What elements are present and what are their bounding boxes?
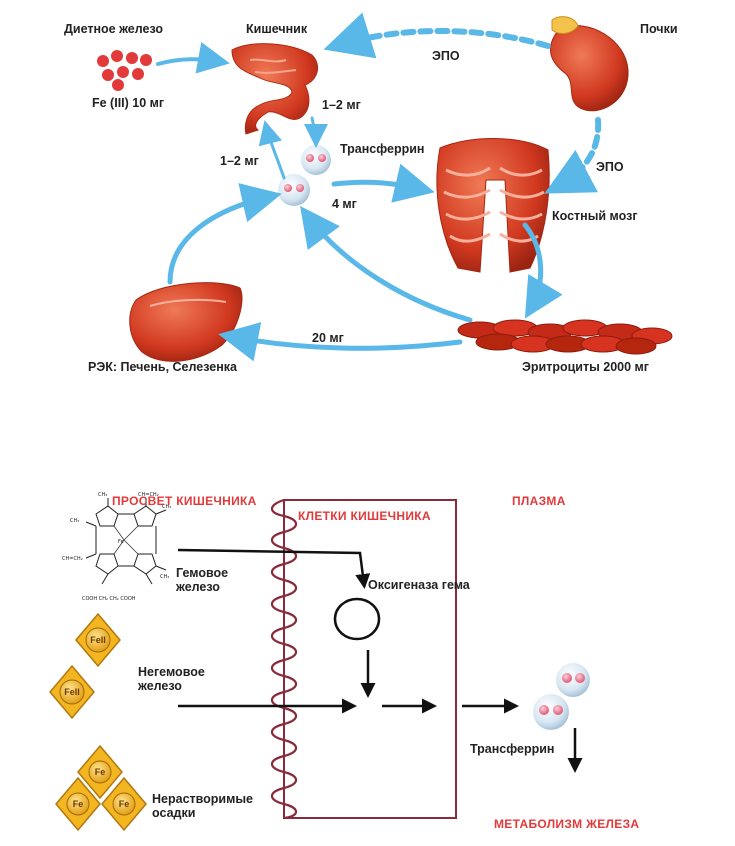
intestine-to-transferrin-arrow <box>303 116 328 148</box>
rbc-to-transferrin-arrow <box>300 205 473 323</box>
kidney-to-marrow-epo-arrow <box>544 117 602 194</box>
svg-text:COOH CH₂ CH₂ COOH: COOH CH₂ CH₂ COOH <box>82 596 136 602</box>
kidney-epo-arrow <box>323 12 551 59</box>
cycle-arrows <box>156 12 602 362</box>
svg-text:Fe: Fe <box>118 539 124 545</box>
erythrocytes-label: Эритроциты 2000 мг <box>522 360 649 374</box>
transferrin-to-marrow-arrow <box>331 163 435 203</box>
svg-text:CH=CH₂: CH=CH₂ <box>138 492 159 498</box>
diet-iron-label: Диетное железо <box>64 22 164 36</box>
heme-iron-line2: железо <box>176 580 220 595</box>
svg-text:CH₃: CH₃ <box>98 492 107 498</box>
intestine-icon <box>231 43 319 135</box>
insoluble-line2: осадки <box>152 806 196 821</box>
kidneys-label: Почки <box>640 22 678 36</box>
fe-label: Fe <box>95 767 106 777</box>
erythrocytes-icon <box>457 319 673 355</box>
svg-text:CH₃: CH₃ <box>70 518 79 524</box>
heme-oxygenase-label: Оксигеназа гема <box>368 578 470 592</box>
absorb-out-label: 1–2 мг <box>220 154 259 168</box>
rbc-to-liver-arrow <box>218 322 463 362</box>
liver-to-transferrin-arrow <box>167 183 282 285</box>
diet-amount-label: Fe (III) 10 мг <box>92 96 165 110</box>
insoluble-label: Нерастворимые осадки <box>152 792 253 821</box>
nonheme-line1: Негемовое <box>138 665 205 679</box>
intestine-label: Кишечник <box>246 22 308 36</box>
heme-entry-arrow <box>177 548 371 589</box>
diet-iron-icon <box>97 50 152 91</box>
svg-text:CH₃: CH₃ <box>160 574 169 580</box>
marrow-to-rbc-arrow <box>522 222 563 319</box>
fe-diamond-icon <box>77 744 123 800</box>
bone-marrow-icon <box>436 138 550 273</box>
plasma-label: ПЛАЗМА <box>512 494 566 508</box>
kidney-icon <box>549 16 629 112</box>
transport-arrows <box>177 548 583 773</box>
liver-icon <box>129 282 243 362</box>
nonheme-iron-label: Негемовое железо <box>138 665 205 694</box>
svg-text:CH=CH₂: CH=CH₂ <box>62 556 83 562</box>
heme-iron-line1: Гемовое <box>176 566 229 580</box>
diet-to-intestine-arrow <box>156 41 230 74</box>
res-label: РЭК: Печень, Селезенка <box>88 360 237 374</box>
fe2-label: FeII <box>90 635 106 645</box>
heme-oxygenase-enzyme <box>333 597 381 641</box>
transferrin-icon <box>278 145 331 206</box>
nonheme-line2: железо <box>138 679 182 694</box>
transferrin-bottom-icon <box>533 663 590 730</box>
heme-molecule-icon: CH₃ CH=CH₂ CH₃ CH₃ CH₃ CH=CH₂ Fe COOH CH… <box>62 492 171 602</box>
absorb-in-label: 1–2 мг <box>322 98 361 112</box>
cells-label: КЛЕТКИ КИШЕЧНИКА <box>298 509 431 523</box>
intestinal-cell-box <box>283 499 457 819</box>
fe-diamond-icon <box>101 776 147 832</box>
fe-label: Fe <box>119 799 130 809</box>
heme-iron-label: Гемовое железо <box>176 566 228 595</box>
fe2-diamond-icon <box>49 664 95 720</box>
fe2-label: FeII <box>64 687 80 697</box>
insoluble-line1: Нерастворимые <box>152 792 253 806</box>
lumen-label: ПРОСВЕТ КИШЕЧНИКА <box>112 494 257 508</box>
iron-metabolism-label: МЕТАБОЛИЗМ ЖЕЛЕЗА <box>494 817 640 831</box>
transferrin-to-intestine-arrow <box>258 120 286 180</box>
fe2-diamond-icon <box>75 612 121 668</box>
transferrin-label: Трансферрин <box>340 142 425 156</box>
svg-text:CH₃: CH₃ <box>162 504 171 510</box>
bone-marrow-label: Костный мозг <box>552 209 638 223</box>
fe-diamond-icon <box>55 776 101 832</box>
transferrin-bottom-label: Трансферрин <box>470 742 555 756</box>
epo-side-label: ЭПО <box>596 160 624 174</box>
epo-top-label: ЭПО <box>432 49 460 63</box>
recycle-amount-label: 20 мг <box>312 331 344 345</box>
to-marrow-label: 4 мг <box>332 197 357 211</box>
fe-label: Fe <box>73 799 84 809</box>
